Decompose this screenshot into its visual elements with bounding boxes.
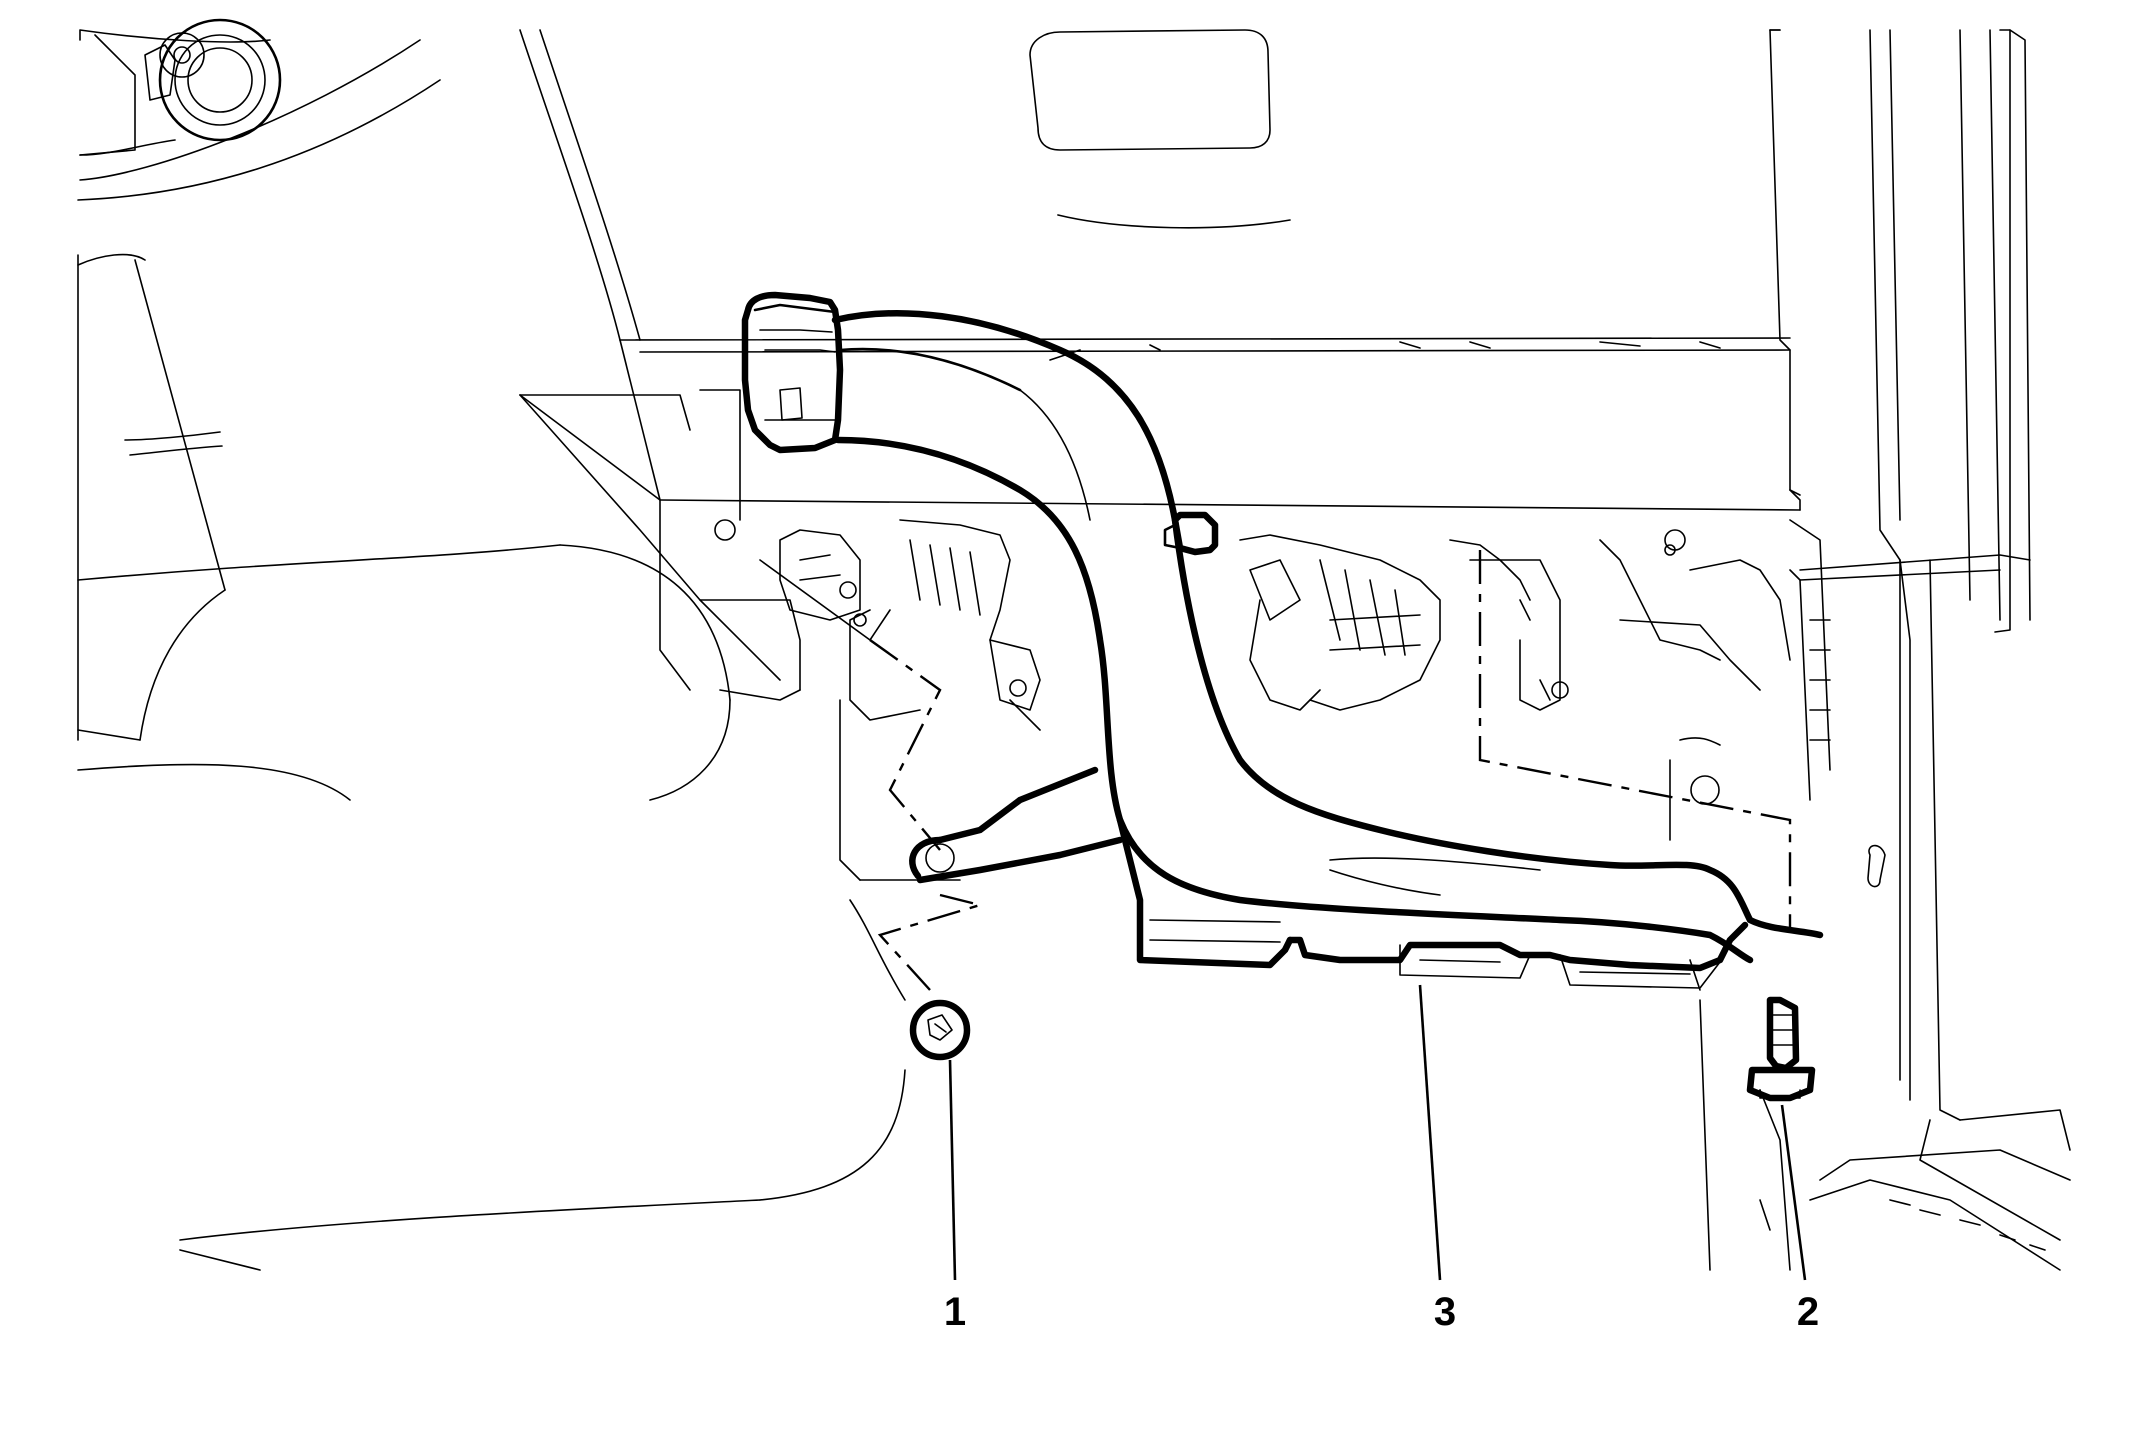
hvac-module [779,519,1791,731]
callout-label-2: 2 [1797,1290,1819,1334]
right-door-frame [1769,29,2071,1271]
dash-top-left [77,18,441,741]
left-bracket [519,394,961,1001]
callout-label-1: 1 [944,1290,966,1334]
floor-tunnel-right [1669,737,1791,1271]
dashed-leaders [519,394,1792,991]
left-console-panel [77,259,906,1271]
part-1-retainer [909,999,971,1061]
part-2-bolt [1746,996,1816,1102]
instrument-panel-upper [619,29,1801,556]
leader-1 [948,1059,957,1281]
callout-leaders [948,984,1807,1281]
center-pillar [519,29,661,501]
leader-3 [1418,984,1442,1281]
floor-air-duct [741,291,1824,989]
callout-label-3: 3 [1434,1290,1456,1334]
leader-2 [1780,1104,1807,1281]
